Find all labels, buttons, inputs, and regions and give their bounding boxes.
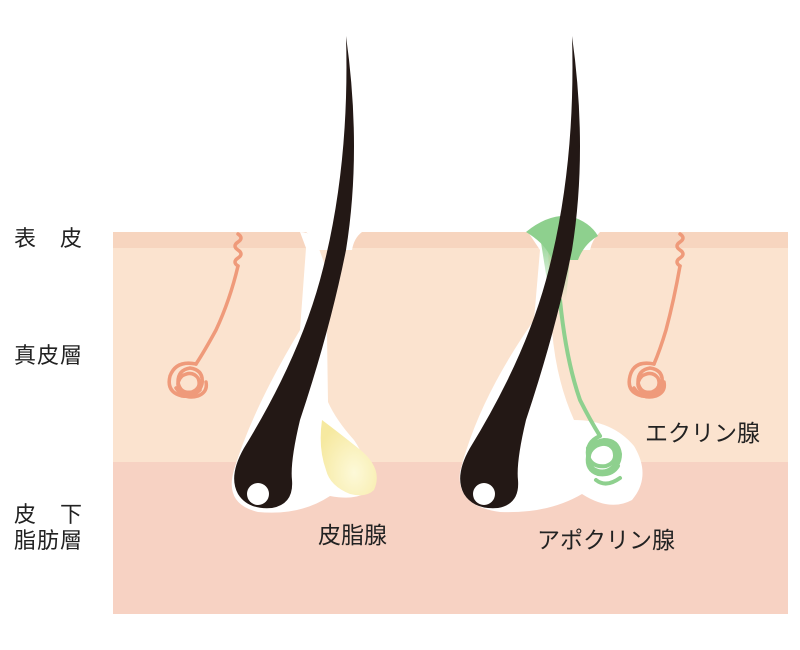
- sebaceous-gland-label: 皮脂腺: [318, 523, 387, 549]
- hair-shaft-right: [460, 36, 580, 509]
- subcutaneous-fat-label-line2: 脂肪層: [14, 529, 84, 555]
- subcutaneous-fat-label-line1: 皮 下: [14, 503, 84, 528]
- hair-shaft-left: [234, 36, 354, 509]
- eccrine-gland-left: [167, 232, 243, 399]
- dermis-label: 真皮層: [14, 344, 84, 369]
- subcutaneous-fat-label: 皮 下 脂肪層: [14, 503, 83, 556]
- sebaceous-gland: [320, 420, 377, 496]
- epidermis-label: 表 皮: [14, 227, 84, 252]
- subcutaneous-fat-layer: [113, 462, 788, 614]
- eccrine-gland-right: [627, 232, 685, 399]
- epidermis-layer: [113, 232, 788, 248]
- apocrine-gland-label: アポクリン腺: [537, 528, 675, 554]
- eccrine-gland-label: エクリン腺: [645, 421, 760, 447]
- hair-bulb-papilla-left: [247, 483, 269, 505]
- hair-bulb-papilla-right: [473, 483, 495, 505]
- apocrine-gland-coil: [558, 298, 623, 486]
